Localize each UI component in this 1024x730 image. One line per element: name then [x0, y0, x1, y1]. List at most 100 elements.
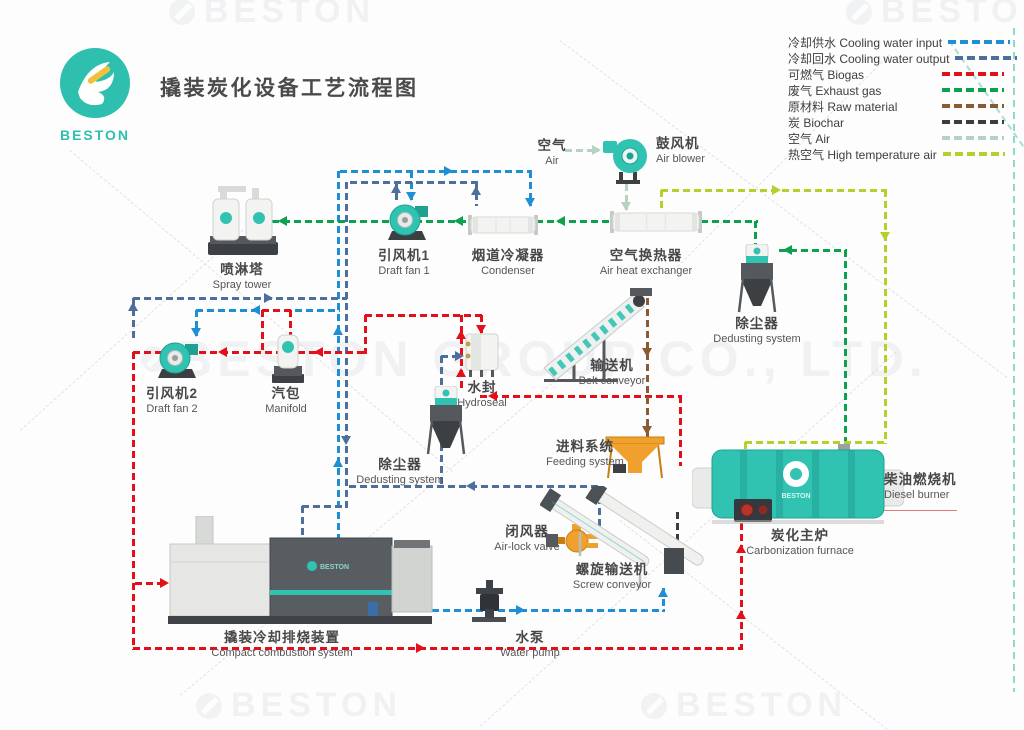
flow-arrow-cw_out	[454, 351, 464, 361]
flow-line-air	[624, 184, 628, 210]
flow-line-cw_in	[194, 310, 198, 336]
flow-line-biogas	[288, 310, 292, 336]
flow-line-exhaust	[843, 250, 847, 452]
watermark: BESTON GROUP CO., LTD.	[140, 330, 928, 388]
flow-arrow-cw_out	[391, 183, 401, 193]
flow-arrow-biogas	[415, 643, 425, 653]
flow-line-cw_in	[528, 171, 532, 206]
flow-line-biogas	[678, 396, 682, 466]
dedusting-right-icon	[731, 243, 783, 321]
flow-arrow-biogas	[217, 347, 227, 357]
legend-item-swatch	[942, 88, 1004, 92]
flow-arrow-exhaust	[782, 245, 792, 255]
flow-line-biogas	[363, 315, 367, 354]
flow-arrow-biogas	[456, 329, 466, 339]
legend-item: 热空气 High temperature air	[788, 146, 1005, 162]
page-title: 撬装炭化设备工艺流程图	[160, 77, 419, 100]
air-lock-valve-icon	[546, 524, 598, 561]
condenser-icon	[468, 212, 538, 243]
flow-line-raw	[645, 298, 649, 438]
flow-arrow-cw_in	[333, 457, 343, 467]
page-edge-dashed-line	[1013, 28, 1015, 692]
legend-item-swatch	[942, 120, 1004, 124]
flow-line-cw_out	[344, 182, 348, 508]
flow-arrow-exhaust	[555, 216, 565, 226]
legend-item-label: 炭 Biochar	[788, 115, 845, 130]
flow-arrow-hot_air	[880, 231, 890, 241]
flow-arrow-cw_out	[128, 301, 138, 311]
flow-arrow-cw_out	[341, 435, 351, 445]
legend-item-swatch	[948, 40, 1011, 44]
flow-line-biogas	[260, 310, 264, 354]
legend-item-label: 冷却回水 Cooling water output	[788, 51, 950, 66]
flow-arrow-cw_in	[191, 327, 201, 337]
legend-item-label: 废气 Exhaust gas	[788, 83, 882, 98]
beston-logo-text: BESTON	[59, 127, 131, 143]
flow-arrow-exhaust	[277, 216, 287, 226]
flow-line-hot_air	[745, 440, 887, 444]
flow-line-cw_in	[340, 169, 532, 173]
flow-arrow-biogas	[487, 391, 497, 401]
flow-line-biogas	[479, 315, 483, 333]
flow-arrow-air	[621, 201, 631, 211]
flow-arrow-cw_in	[250, 305, 260, 315]
flow-line-cw_in	[661, 588, 665, 612]
draft-fan-1-icon	[382, 198, 432, 249]
legend-item-swatch	[942, 104, 1004, 108]
watermark: BESTON	[195, 686, 402, 725]
manifold-icon	[266, 332, 310, 391]
flow-arrow-hot_air	[771, 185, 781, 195]
flow-arrow-biogas	[159, 578, 169, 588]
legend-item-label: 冷却供水 Cooling water input	[788, 35, 943, 50]
flow-line-biogas	[131, 352, 135, 650]
watermark: BESTON	[640, 686, 847, 725]
flow-line-cw_out	[131, 298, 135, 340]
flow-arrow-air	[591, 145, 601, 155]
flow-arrow-cw_out	[465, 481, 475, 491]
watermark: BESTON	[845, 0, 1024, 31]
flow-arrow-biogas	[476, 324, 486, 334]
flow-line-cw_out	[133, 296, 347, 300]
beston-logo-mark	[60, 48, 130, 118]
legend-item: 冷却回水 Cooling water output	[788, 50, 1018, 66]
flow-line-char	[675, 512, 679, 560]
air-blower-icon	[600, 132, 652, 191]
legend-item: 可燃气 Biogas	[788, 66, 1004, 82]
svg-text:BESTON: BESTON	[781, 493, 810, 500]
flow-line-cw_out	[302, 504, 348, 508]
legend-item: 空气 Air	[788, 130, 1004, 146]
flow-line-exhaust	[753, 221, 757, 247]
flow-arrow-cw_in	[406, 191, 416, 201]
flow-arrow-raw	[642, 425, 652, 435]
flow-line-biogas	[313, 350, 367, 354]
legend-item-swatch	[942, 136, 1004, 140]
carbonization-furnace-icon: BESTON	[691, 444, 905, 533]
flow-arrow-cw_in	[443, 166, 453, 176]
legend-item-swatch	[955, 56, 1018, 60]
flow-arrow-cw_in	[333, 325, 343, 335]
flow-arrow-biogas	[313, 347, 323, 357]
flow-line-hot_air	[883, 190, 887, 444]
flow-line-cw_out	[300, 506, 304, 546]
legend-item: 炭 Biochar	[788, 114, 1004, 130]
flow-arrow-biogas	[456, 367, 466, 377]
flow-line-biogas	[739, 512, 743, 650]
flow-arrow-cw_out	[263, 293, 273, 303]
flow-line-biogas	[480, 394, 682, 398]
legend-item-label: 热空气 High temperature air	[788, 147, 937, 162]
